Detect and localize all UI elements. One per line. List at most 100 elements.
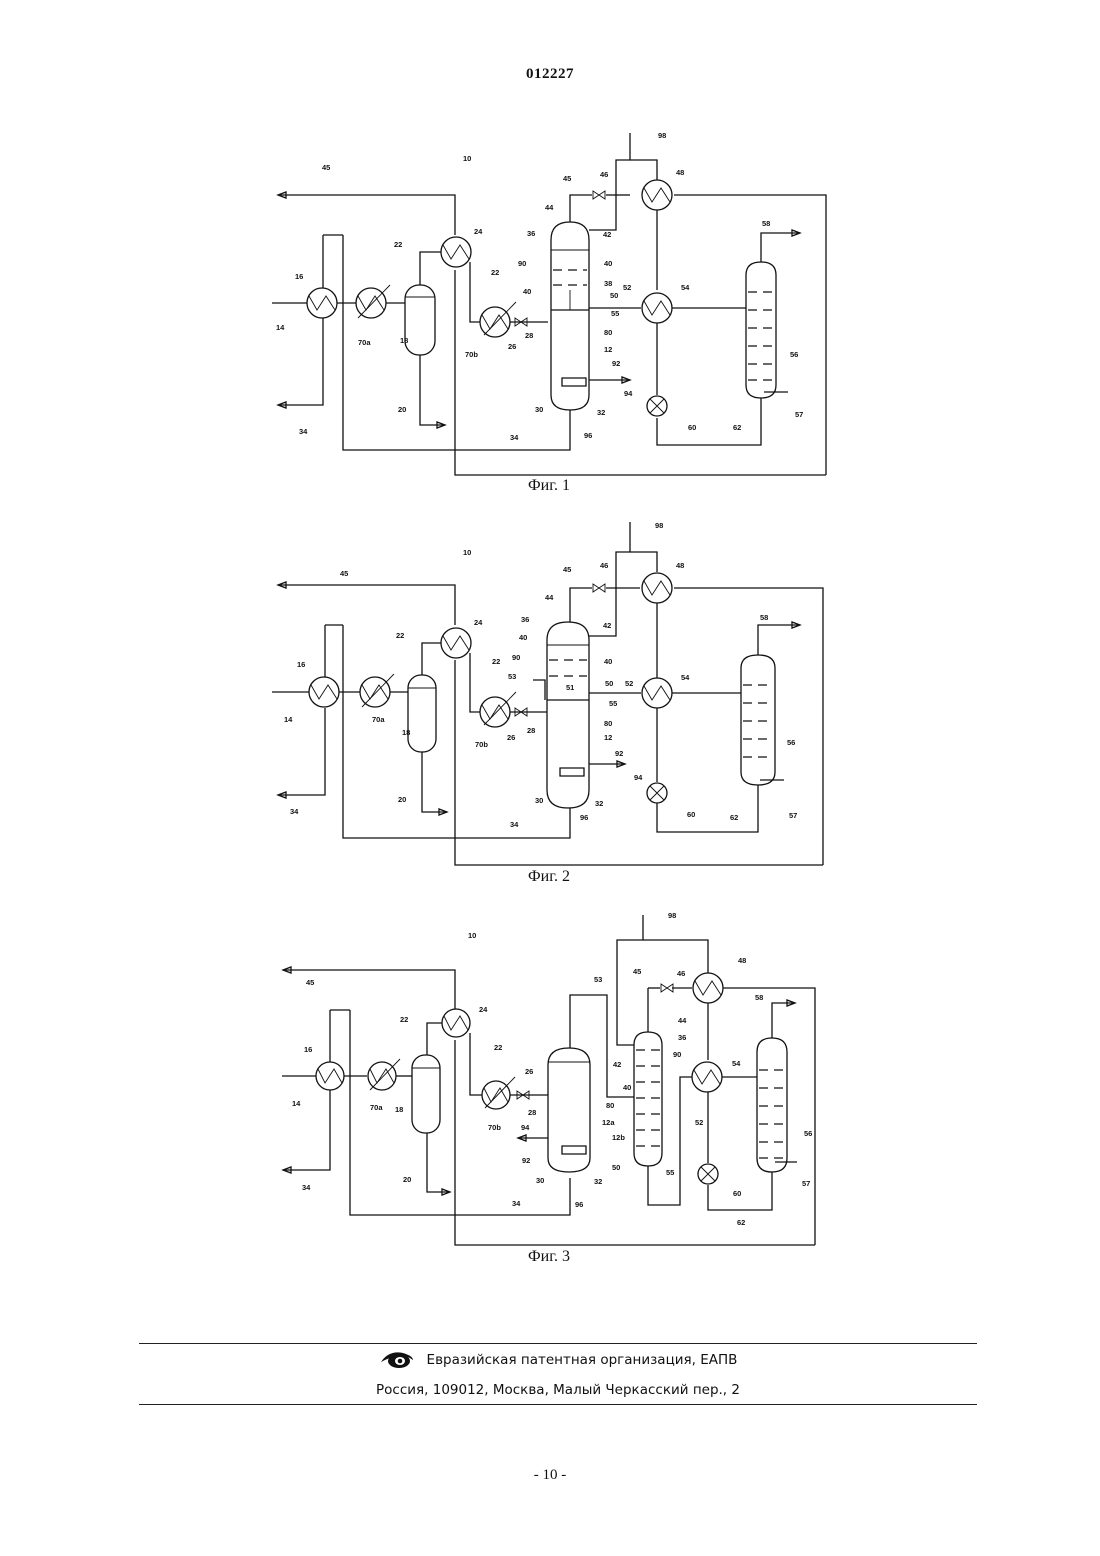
reference-numeral: 58 <box>760 613 768 622</box>
reference-numeral: 26 <box>525 1067 533 1076</box>
reference-numeral: 16 <box>295 272 303 281</box>
reference-numeral: 32 <box>595 799 603 808</box>
reference-numeral: 26 <box>507 733 515 742</box>
reference-numeral: 70b <box>475 740 488 749</box>
reference-numeral: 70b <box>488 1123 501 1132</box>
reference-numeral: 18 <box>400 336 408 345</box>
reference-numeral: 70a <box>358 338 371 347</box>
reference-numeral: 62 <box>737 1218 745 1227</box>
reference-numeral: 22 <box>400 1015 408 1024</box>
page-number: - 10 - <box>0 1467 1100 1484</box>
reference-numeral: 94 <box>634 773 643 782</box>
reference-numeral: 57 <box>795 410 803 419</box>
reference-numeral: 28 <box>525 331 533 340</box>
reference-numeral: 14 <box>284 715 293 724</box>
reference-numeral: 90 <box>673 1050 681 1059</box>
reference-numeral: 55 <box>666 1168 674 1177</box>
reference-numeral: 92 <box>615 749 623 758</box>
reference-numeral: 70b <box>465 350 478 359</box>
reference-numeral: 24 <box>474 227 483 236</box>
reference-numeral: 54 <box>681 283 690 292</box>
reference-numeral: 48 <box>676 561 684 570</box>
reference-numeral: 45 <box>633 967 641 976</box>
reference-numeral: 44 <box>545 593 554 602</box>
reference-numeral: 22 <box>492 657 500 666</box>
reference-numeral: 80 <box>604 328 612 337</box>
reference-numeral: 53 <box>508 672 516 681</box>
reference-numeral: 44 <box>545 203 554 212</box>
reference-numeral: 28 <box>527 726 535 735</box>
reference-numeral: 40 <box>623 1083 631 1092</box>
organization-name: Евразийская патентная организация, ЕАПВ <box>427 1352 738 1368</box>
reference-numeral: 58 <box>762 219 770 228</box>
reference-numeral: 22 <box>396 631 404 640</box>
figure-2-caption: Фиг. 2 <box>449 868 649 886</box>
reference-numeral: 26 <box>508 342 516 351</box>
reference-numeral: 90 <box>512 653 520 662</box>
reference-numeral: 60 <box>733 1189 741 1198</box>
reference-numeral: 12b <box>612 1133 625 1142</box>
reference-numeral: 48 <box>676 168 684 177</box>
reference-numeral: 20 <box>398 795 406 804</box>
reference-numeral: 56 <box>787 738 795 747</box>
footer-top-rule <box>139 1343 977 1344</box>
reference-numeral: 98 <box>658 131 666 140</box>
reference-numeral: 22 <box>394 240 402 249</box>
reference-numeral: 55 <box>611 309 619 318</box>
reference-numeral: 20 <box>403 1175 411 1184</box>
reference-numeral: 70a <box>370 1103 383 1112</box>
reference-numeral: 10 <box>468 931 476 940</box>
reference-numeral: 52 <box>695 1118 703 1127</box>
reference-numeral: 96 <box>584 431 592 440</box>
reference-numeral: 24 <box>474 618 483 627</box>
reference-numeral: 36 <box>678 1033 686 1042</box>
reference-numeral: 12a <box>602 1118 615 1127</box>
reference-numeral: 60 <box>688 423 696 432</box>
reference-numeral: 40 <box>523 287 531 296</box>
footer-organization: Евразийская патентная организация, ЕАПВ <box>139 1350 977 1370</box>
figure-3-diagram: 10454546 48985344 36904240 22242216 1470… <box>0 905 1100 1250</box>
document-number: 012227 <box>0 66 1100 83</box>
reference-numeral: 34 <box>510 820 519 829</box>
reference-numeral: 36 <box>521 615 529 624</box>
reference-numeral: 51 <box>566 683 574 692</box>
reference-numeral: 12 <box>604 733 612 742</box>
reference-numeral: 40 <box>519 633 527 642</box>
reference-numeral: 54 <box>732 1059 741 1068</box>
reference-numeral: 22 <box>491 268 499 277</box>
reference-numeral: 80 <box>604 719 612 728</box>
reference-numeral: 45 <box>322 163 330 172</box>
figure-2-diagram: 10454546 48984436 42222422 161470a18 203… <box>0 515 1100 870</box>
reference-numeral: 53 <box>594 975 602 984</box>
reference-numeral: 62 <box>730 813 738 822</box>
reference-numeral: 10 <box>463 548 471 557</box>
reference-numeral: 18 <box>395 1105 403 1114</box>
reference-numeral: 57 <box>802 1179 810 1188</box>
reference-numeral: 96 <box>580 813 588 822</box>
reference-numeral: 20 <box>398 405 406 414</box>
reference-numeral: 32 <box>597 408 605 417</box>
reference-numeral: 28 <box>528 1108 536 1117</box>
reference-numeral: 57 <box>789 811 797 820</box>
reference-numeral: 12 <box>604 345 612 354</box>
reference-numeral: 22 <box>494 1043 502 1052</box>
figure-1-diagram: 10454546 48984436 42222422 161470a18 203… <box>0 120 1100 480</box>
reference-numeral: 94 <box>521 1123 530 1132</box>
reference-numeral: 30 <box>536 1176 544 1185</box>
reference-numeral: 42 <box>603 621 611 630</box>
reference-numeral: 34 <box>512 1199 521 1208</box>
reference-numeral: 46 <box>677 969 685 978</box>
reference-numeral: 46 <box>600 170 608 179</box>
reference-numeral: 98 <box>655 521 663 530</box>
reference-numeral: 44 <box>678 1016 687 1025</box>
reference-numeral: 45 <box>563 565 571 574</box>
reference-numeral: 96 <box>575 1200 583 1209</box>
reference-numeral: 52 <box>625 679 633 688</box>
reference-numeral: 92 <box>522 1156 530 1165</box>
reference-numeral: 48 <box>738 956 746 965</box>
reference-numeral: 94 <box>624 389 633 398</box>
reference-numeral: 52 <box>623 283 631 292</box>
eapo-logo-icon <box>379 1350 415 1370</box>
reference-numeral: 45 <box>306 978 314 987</box>
reference-numeral: 98 <box>668 911 676 920</box>
